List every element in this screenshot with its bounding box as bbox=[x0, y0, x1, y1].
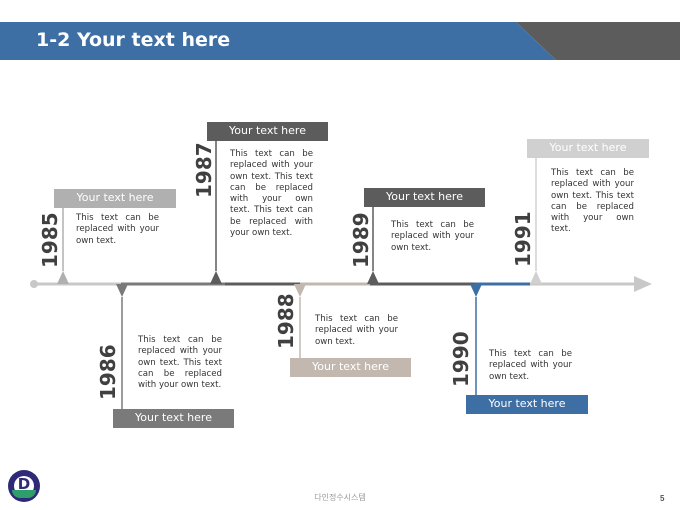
body-1987: This text can be replaced with your own … bbox=[230, 149, 313, 239]
heading-1986: Your text here bbox=[113, 409, 234, 428]
body-1986: This text can be replaced with your own … bbox=[138, 335, 222, 391]
heading-1988: Your text here bbox=[290, 358, 411, 377]
logo-letter: D bbox=[17, 475, 31, 493]
body-1989: This text can be replaced with your own … bbox=[391, 220, 474, 253]
year-1991: 1991 bbox=[511, 211, 535, 267]
title-bar bbox=[0, 22, 680, 60]
year-1990: 1990 bbox=[449, 331, 473, 387]
heading-1989: Your text here bbox=[364, 188, 485, 207]
year-1985: 1985 bbox=[38, 212, 62, 268]
logo-accent bbox=[12, 490, 36, 498]
page-number: 5 bbox=[660, 494, 665, 503]
year-1986: 1986 bbox=[96, 344, 120, 400]
body-1990: This text can be replaced with your own … bbox=[489, 349, 572, 382]
heading-1985: Your text here bbox=[54, 189, 176, 208]
year-1989: 1989 bbox=[349, 212, 373, 268]
heading-1987: Your text here bbox=[207, 122, 328, 141]
year-1988: 1988 bbox=[274, 293, 298, 349]
body-1985: This text can be replaced with your own … bbox=[76, 213, 159, 246]
body-1991: This text can be replaced with your own … bbox=[551, 168, 634, 235]
body-1988: This text can be replaced with your own … bbox=[315, 314, 398, 347]
company-logo: D bbox=[8, 470, 40, 502]
footer-company: 다인정수시스템 bbox=[314, 493, 366, 502]
page-title: 1-2 Your text here bbox=[36, 29, 231, 51]
heading-1990: Your text here bbox=[466, 395, 588, 414]
year-1987: 1987 bbox=[192, 142, 216, 198]
heading-1991: Your text here bbox=[527, 139, 649, 158]
